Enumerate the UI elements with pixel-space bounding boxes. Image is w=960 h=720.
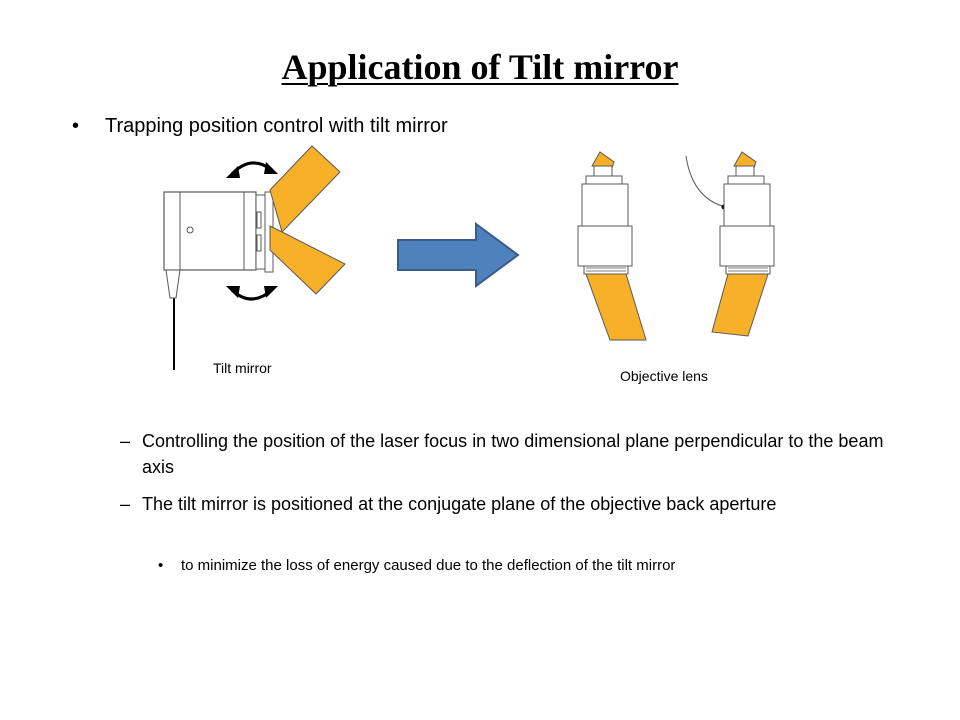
objective-lens-tilted [685, 151, 775, 337]
sub-sub-text: to minimize the loss of energy caused du… [181, 557, 676, 574]
mount-body [163, 191, 257, 271]
bullet-text: Trapping position control with tilt mirr… [105, 115, 448, 137]
slide-title: Application of Tilt mirror [281, 47, 679, 87]
screw [186, 226, 194, 234]
bullet-marker: • [72, 115, 80, 137]
sub-point-text: Controlling the position of the laser fo… [142, 431, 884, 477]
mirror-upper [269, 145, 341, 233]
laser-beam-straight [585, 273, 647, 341]
laser-beam-tilted [711, 273, 769, 337]
sub-point-marker: – [120, 494, 131, 514]
tilt-mirror-diagram [163, 145, 346, 370]
connector [165, 269, 181, 299]
objective-lens-label: Objective lens [620, 368, 708, 384]
sub-sub-marker: • [158, 557, 164, 574]
sub-point-text: The tilt mirror is positioned at the con… [142, 494, 777, 514]
tilt-mirror-figure: Tilt mirror Objective lens [0, 140, 960, 400]
mirror-lower [269, 225, 346, 295]
rotate-arrow-top-icon [226, 161, 278, 178]
rotate-arrow-bottom-icon [226, 286, 278, 301]
right-arrow-icon [397, 222, 520, 288]
sub-point-marker: – [120, 431, 131, 451]
tilt-mirror-label: Tilt mirror [213, 360, 272, 376]
objective-lens-straight [577, 151, 647, 341]
